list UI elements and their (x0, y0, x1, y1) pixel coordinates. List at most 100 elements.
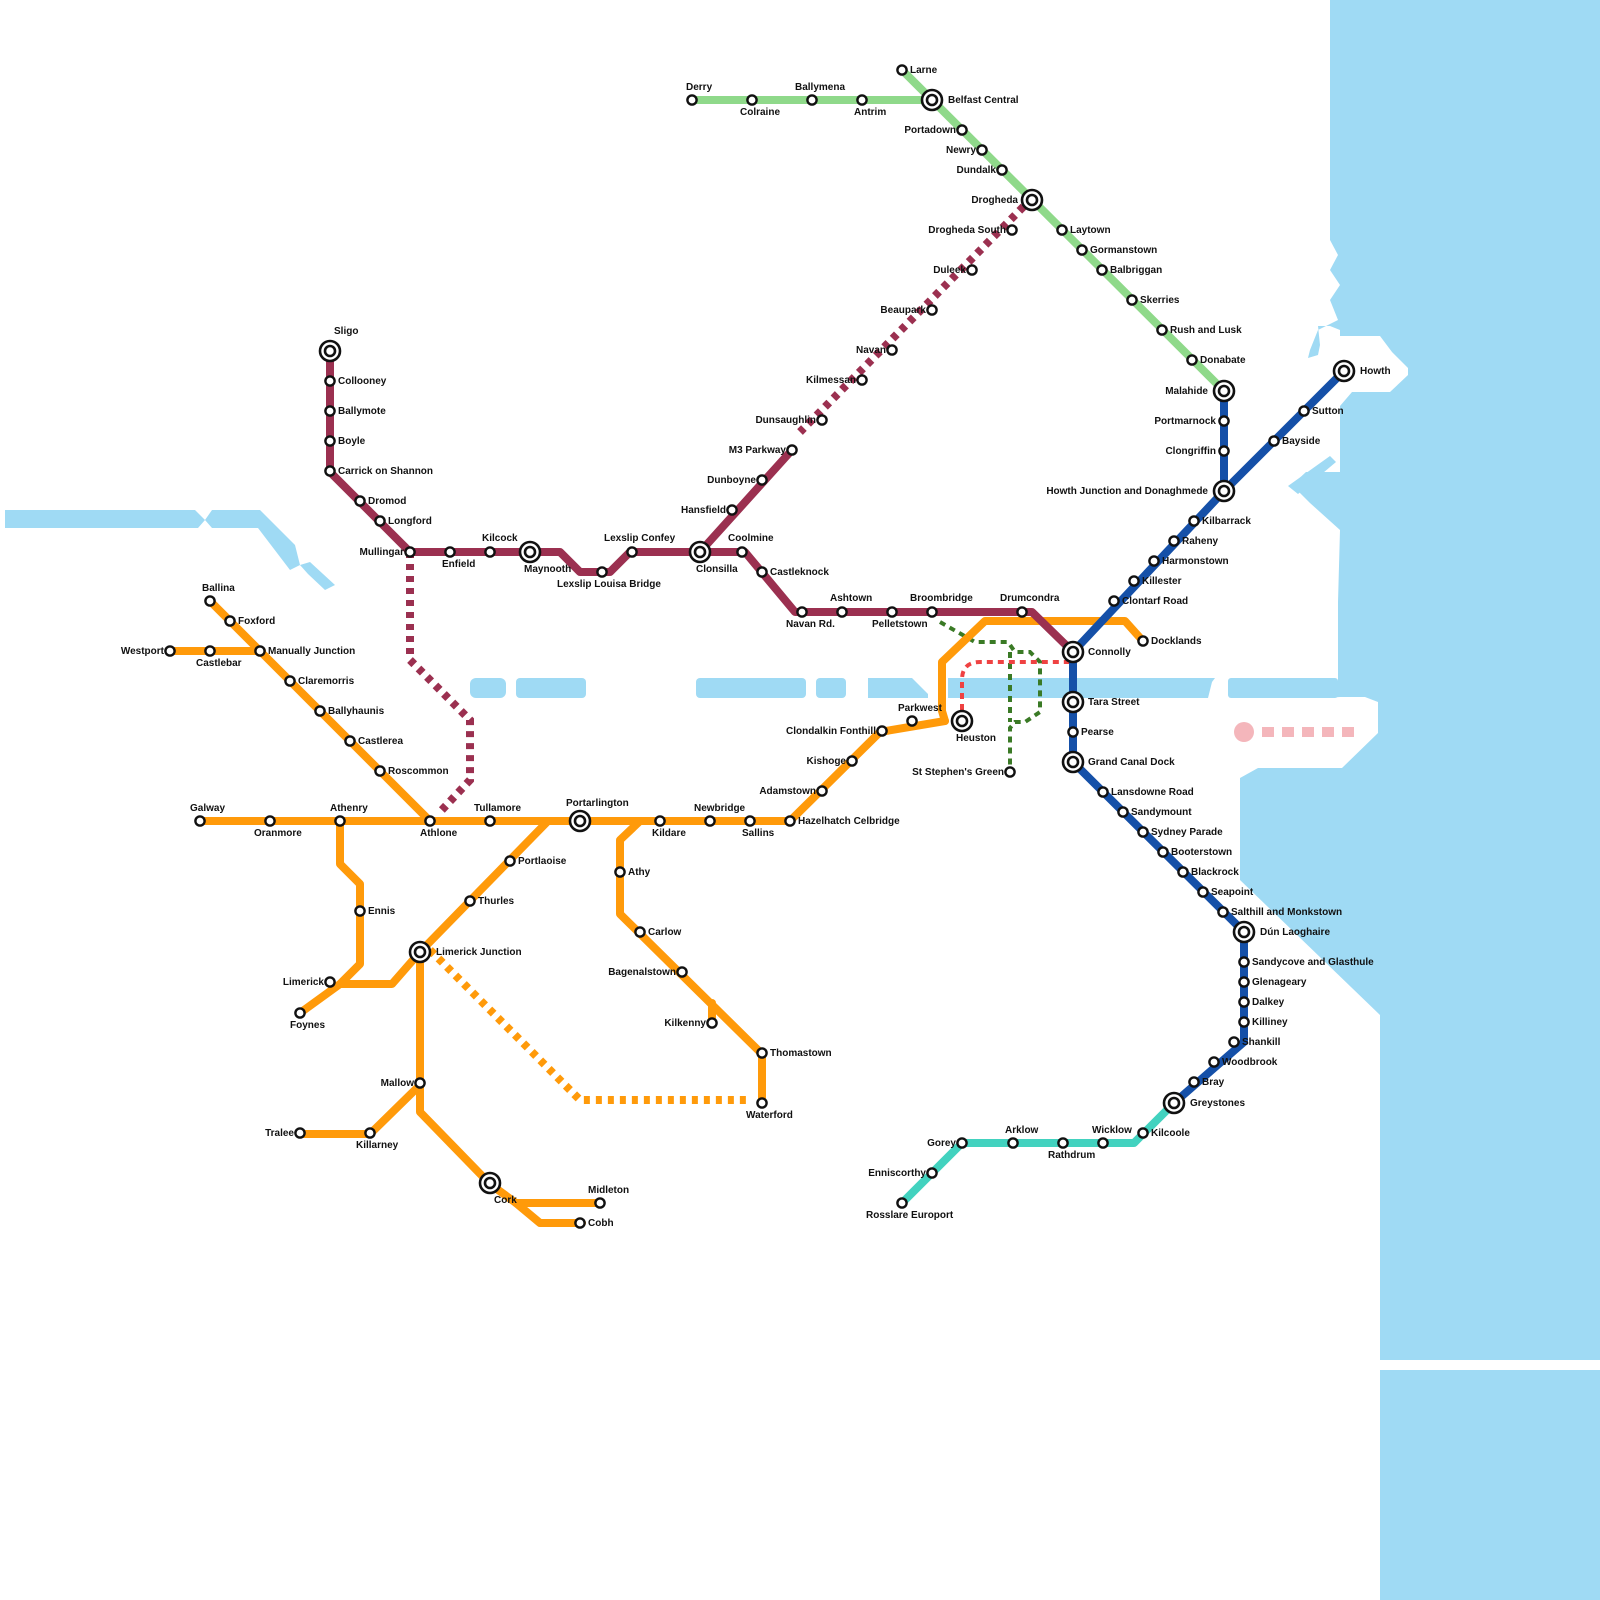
station-killester[interactable]: Killester (1128, 575, 1182, 587)
station-galway[interactable]: Galway (190, 803, 225, 827)
station-bagenalstown[interactable]: Bagenalstown (608, 966, 688, 978)
station-grand-canal[interactable]: Grand Canal Dock (1061, 750, 1175, 774)
station-rosslare[interactable]: Rosslare Europort (866, 1197, 954, 1221)
station-oranmore[interactable]: Oranmore (254, 815, 302, 839)
station-waterford[interactable]: Waterford (746, 1097, 793, 1121)
station-sydney-parade[interactable]: Sydney Parade (1137, 826, 1223, 838)
station-westport[interactable]: Westport (121, 645, 176, 657)
station-sligo[interactable]: Sligo (318, 326, 358, 363)
station-m3-parkway[interactable]: M3 Parkway (729, 444, 798, 456)
station-castleknock[interactable]: Castleknock (756, 566, 829, 578)
station-athy[interactable]: Athy (614, 866, 651, 878)
station-tullamore[interactable]: Tullamore (474, 803, 521, 827)
station-killiney[interactable]: Killiney (1238, 1016, 1288, 1028)
station-carrick[interactable]: Carrick on Shannon (324, 465, 433, 477)
station-wicklow[interactable]: Wicklow (1092, 1125, 1132, 1149)
station-shankill[interactable]: Shankill (1228, 1036, 1281, 1048)
station-athenry[interactable]: Athenry (330, 803, 368, 827)
station-salthill[interactable]: Salthill and Monkstown (1217, 906, 1342, 918)
station-dalkey[interactable]: Dalkey (1238, 996, 1285, 1008)
station-ballina[interactable]: Ballina (202, 583, 235, 607)
station-ballymote[interactable]: Ballymote (324, 405, 386, 417)
station-boyle[interactable]: Boyle (324, 435, 366, 447)
station-rush-lusk[interactable]: Rush and Lusk (1156, 324, 1242, 336)
station-seapoint[interactable]: Seapoint (1197, 886, 1254, 898)
station-clontarf[interactable]: Clontarf Road (1108, 595, 1188, 607)
station-limerick[interactable]: Limerick (283, 976, 336, 988)
station-howth-junction[interactable]: Howth Junction and Donaghmede (1046, 479, 1236, 503)
station-ennis[interactable]: Ennis (354, 905, 396, 917)
station-hansfield[interactable]: Hansfield (681, 504, 738, 516)
station-foynes[interactable]: Foynes (290, 1007, 325, 1031)
station-lexslip-confey[interactable]: Lexslip Confey (604, 533, 676, 558)
station-kishoge[interactable]: Kishoge (807, 755, 858, 767)
station-portmarnock[interactable]: Portmarnock (1154, 415, 1230, 427)
station-sallins[interactable]: Sallins (742, 815, 775, 839)
station-tara[interactable]: Tara Street (1061, 690, 1140, 714)
station-glenageary[interactable]: Glenageary (1238, 976, 1307, 988)
station-enfield[interactable]: Enfield (442, 546, 475, 570)
station-maynooth[interactable]: Maynooth (518, 540, 571, 575)
station-enniscorthy[interactable]: Enniscorthy (868, 1167, 938, 1179)
station-greystones[interactable]: Greystones (1162, 1091, 1245, 1115)
station-heuston[interactable]: Heuston (950, 709, 996, 744)
station-newry[interactable]: Newry (946, 144, 988, 156)
station-howth[interactable]: Howth (1332, 359, 1391, 383)
station-gormanstown[interactable]: Gormanstown (1076, 244, 1157, 256)
station-kilcoole[interactable]: Kilcoole (1137, 1127, 1190, 1139)
station-carlow[interactable]: Carlow (634, 926, 682, 938)
station-mullingar[interactable]: Mullingar (360, 546, 416, 558)
station-larne[interactable]: Larne (896, 64, 938, 76)
station-longford[interactable]: Longford (374, 515, 432, 527)
station-cork[interactable]: Cork (478, 1171, 517, 1206)
station-kildare[interactable]: Kildare (652, 815, 686, 839)
station-clondalkin[interactable]: Clondalkin Fonthill (786, 725, 888, 737)
station-dundalk[interactable]: Dundalk (957, 164, 1008, 176)
station-castlerea[interactable]: Castlerea (344, 735, 403, 747)
station-sandymount[interactable]: Sandymount (1117, 806, 1192, 818)
station-foxford[interactable]: Foxford (224, 615, 275, 627)
station-blackrock[interactable]: Blackrock (1177, 866, 1239, 878)
station-broombridge[interactable]: Broombridge (910, 593, 973, 618)
station-coleraine[interactable]: Colraine (740, 94, 780, 118)
station-parkwest[interactable]: Parkwest (898, 703, 943, 727)
station-woodbrook[interactable]: Woodbrook (1208, 1056, 1278, 1068)
station-thomastown[interactable]: Thomastown (756, 1047, 832, 1059)
station-derry[interactable]: Derry (686, 82, 713, 106)
station-kilkenny[interactable]: Kilkenny (664, 1017, 718, 1029)
station-adamstown[interactable]: Adamstown (759, 785, 828, 797)
station-sandycove[interactable]: Sandycove and Glasthule (1238, 956, 1374, 968)
station-roscommon[interactable]: Roscommon (374, 765, 449, 777)
station-dunboyne[interactable]: Dunboyne (707, 474, 768, 486)
station-athlone[interactable]: Athlone (420, 815, 458, 839)
station-tralee[interactable]: Tralee (265, 1127, 306, 1139)
station-killarney[interactable]: Killarney (356, 1127, 399, 1151)
station-clonsilla[interactable]: Clonsilla (688, 540, 738, 575)
station-donabate[interactable]: Donabate (1186, 354, 1246, 366)
station-pearse[interactable]: Pearse (1067, 726, 1114, 738)
station-arklow[interactable]: Arklow (1005, 1125, 1039, 1149)
station-coolmine[interactable]: Coolmine (728, 533, 774, 558)
station-raheny[interactable]: Raheny (1168, 535, 1219, 547)
station-antrim[interactable]: Antrim (854, 94, 886, 118)
station-ashtown[interactable]: Ashtown (830, 593, 872, 618)
station-dunsaughlin[interactable]: Dunsaughlin (755, 414, 828, 426)
station-st-stephens[interactable]: St Stephen's Green (912, 766, 1016, 778)
station-harmonstown[interactable]: Harmonstown (1148, 555, 1229, 567)
station-collooney[interactable]: Collooney (324, 375, 387, 387)
station-portlaoise[interactable]: Portlaoise (504, 855, 567, 867)
station-lexslip-louisa[interactable]: Lexslip Louisa Bridge (557, 566, 661, 590)
station-gorey[interactable]: Gorey (927, 1137, 968, 1149)
station-dun-laoghaire[interactable]: Dún Laoghaire (1232, 920, 1330, 944)
station-thurles[interactable]: Thurles (464, 895, 515, 907)
station-newbridge[interactable]: Newbridge (694, 803, 746, 827)
station-laytown[interactable]: Laytown (1056, 224, 1111, 236)
station-bray[interactable]: Bray (1188, 1076, 1225, 1088)
station-beaupark[interactable]: Beaupark (880, 304, 938, 316)
station-docklands[interactable]: Docklands (1137, 635, 1202, 647)
station-booterstown[interactable]: Booterstown (1157, 846, 1232, 858)
station-belfast-central[interactable]: Belfast Central (920, 88, 1019, 112)
station-cobh[interactable]: Cobh (574, 1217, 614, 1229)
station-clongriffin[interactable]: Clongriffin (1165, 445, 1230, 457)
station-skerries[interactable]: Skerries (1126, 294, 1180, 306)
